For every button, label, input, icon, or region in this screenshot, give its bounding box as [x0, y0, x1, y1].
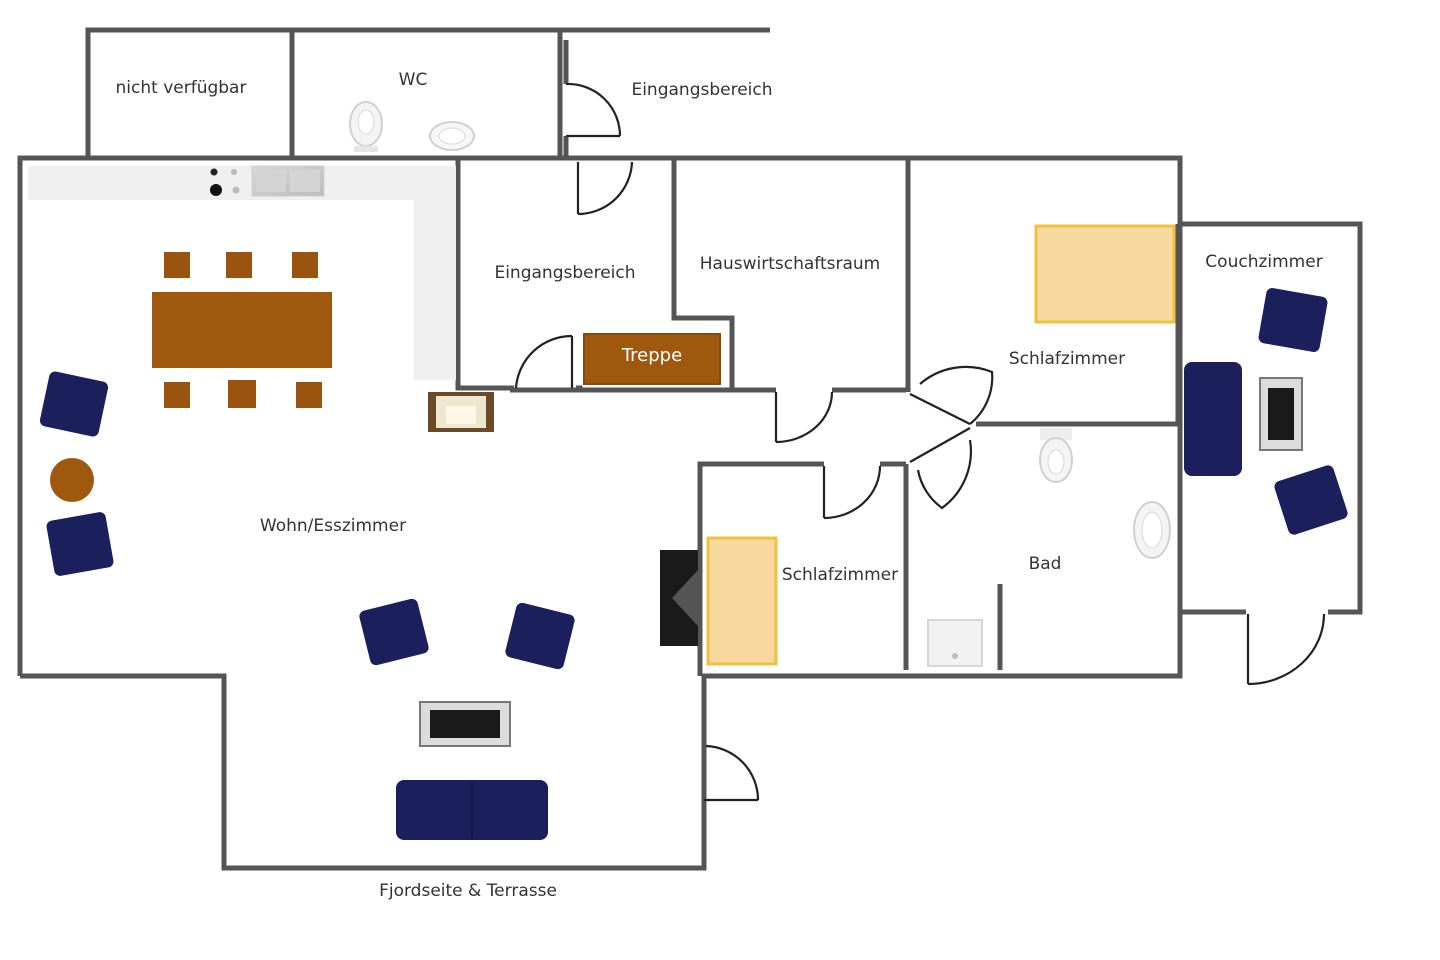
sink-icon: [429, 121, 475, 151]
room-label-entrance-top: Eingangsbereich: [631, 80, 772, 100]
shower-icon: [927, 619, 983, 667]
bed-small: [706, 536, 778, 666]
dining-table: [152, 292, 332, 368]
chair: [164, 382, 190, 408]
room-label-entrance-inner: Eingangsbereich: [494, 263, 635, 283]
terrace-label: Fjordseite & Terrasse: [379, 881, 557, 901]
room-label-not-available: nicht verfügbar: [116, 78, 247, 98]
chair: [292, 252, 318, 278]
toilet-icon: [1039, 428, 1073, 483]
stove-icon: [210, 168, 240, 196]
dining-set: [152, 252, 332, 408]
side-table: [50, 458, 94, 502]
room-label-wc: WC: [399, 70, 428, 90]
counter-top: [28, 166, 456, 200]
room-label-bathroom: Bad: [1029, 554, 1062, 574]
room-label-lounge: Couchzimmer: [1205, 252, 1322, 272]
room-label-bedroom-large: Schlafzimmer: [1009, 349, 1125, 369]
toilet-icon: [349, 101, 383, 152]
door-utility[interactable]: [774, 391, 834, 444]
sofa: [396, 780, 548, 840]
stairs: [583, 333, 721, 385]
door-bedroom-large[interactable]: [909, 365, 994, 425]
living-furniture: [39, 371, 698, 840]
armchair: [46, 512, 114, 576]
chair: [226, 252, 252, 278]
armchair: [1274, 465, 1348, 535]
chair: [164, 252, 190, 278]
chair: [228, 380, 256, 408]
room-labels: nicht verfügbar WC Eingangsbereich Einga…: [116, 70, 1323, 901]
bed-large: [1034, 224, 1176, 324]
armchair: [1258, 287, 1328, 353]
coffee-table: [419, 701, 511, 747]
fireplace-icon: [428, 392, 494, 432]
armchair: [39, 371, 109, 437]
doors: [514, 82, 1326, 802]
room-label-living-dining: Wohn/Esszimmer: [260, 516, 406, 536]
room-label-utility: Hauswirtschaftsraum: [700, 254, 880, 274]
coffee-table: [1259, 377, 1303, 451]
tv-icon: [660, 550, 698, 646]
walls: [17, 27, 1363, 871]
counter-side: [414, 200, 456, 380]
door-lounge[interactable]: [1246, 613, 1326, 686]
stairs-label: Treppe: [621, 345, 682, 366]
sofa: [1184, 362, 1242, 476]
room-label-bedroom-small: Schlafzimmer: [782, 565, 898, 585]
door-entrance-inner-top[interactable]: [576, 161, 634, 216]
sink-icon: [251, 165, 325, 197]
door-bedroom-small[interactable]: [822, 465, 882, 520]
chair: [296, 382, 322, 408]
washbasin-icon: [1133, 501, 1171, 559]
armchair: [505, 602, 575, 670]
kitchen-counter: [28, 165, 494, 432]
wc-fixtures: [349, 101, 475, 152]
armchair: [359, 598, 429, 666]
door-entrance-inner-bottom[interactable]: [514, 334, 574, 389]
door-bathroom[interactable]: [909, 427, 973, 510]
door-entrance-top[interactable]: [565, 82, 622, 138]
door-terrace[interactable]: [704, 744, 760, 802]
lounge-furniture: [1184, 287, 1348, 535]
bathroom-fixtures: [927, 428, 1171, 667]
